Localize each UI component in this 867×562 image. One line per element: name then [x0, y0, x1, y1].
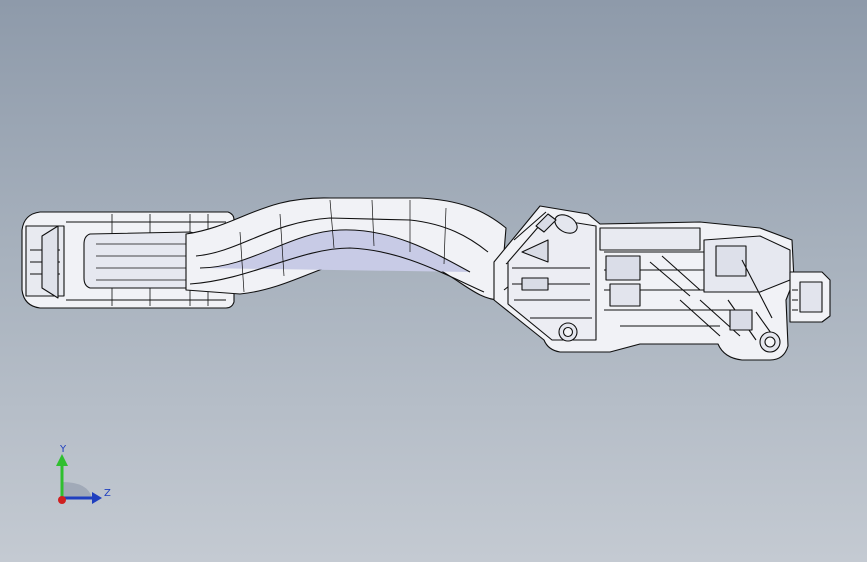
triad-xz-plane	[62, 482, 92, 498]
y-axis-arrow	[56, 454, 68, 498]
sensor-connector	[789, 271, 831, 323]
x-axis-point	[58, 496, 66, 504]
pedal-arm	[185, 197, 507, 301]
y-axis-label: Y	[59, 444, 67, 455]
pedal-pad	[21, 211, 235, 309]
pedal-bracket	[493, 205, 795, 361]
z-axis-label: Z	[104, 488, 111, 499]
orientation-triad[interactable]: Y Z	[44, 438, 124, 514]
z-axis-arrow	[62, 492, 102, 504]
